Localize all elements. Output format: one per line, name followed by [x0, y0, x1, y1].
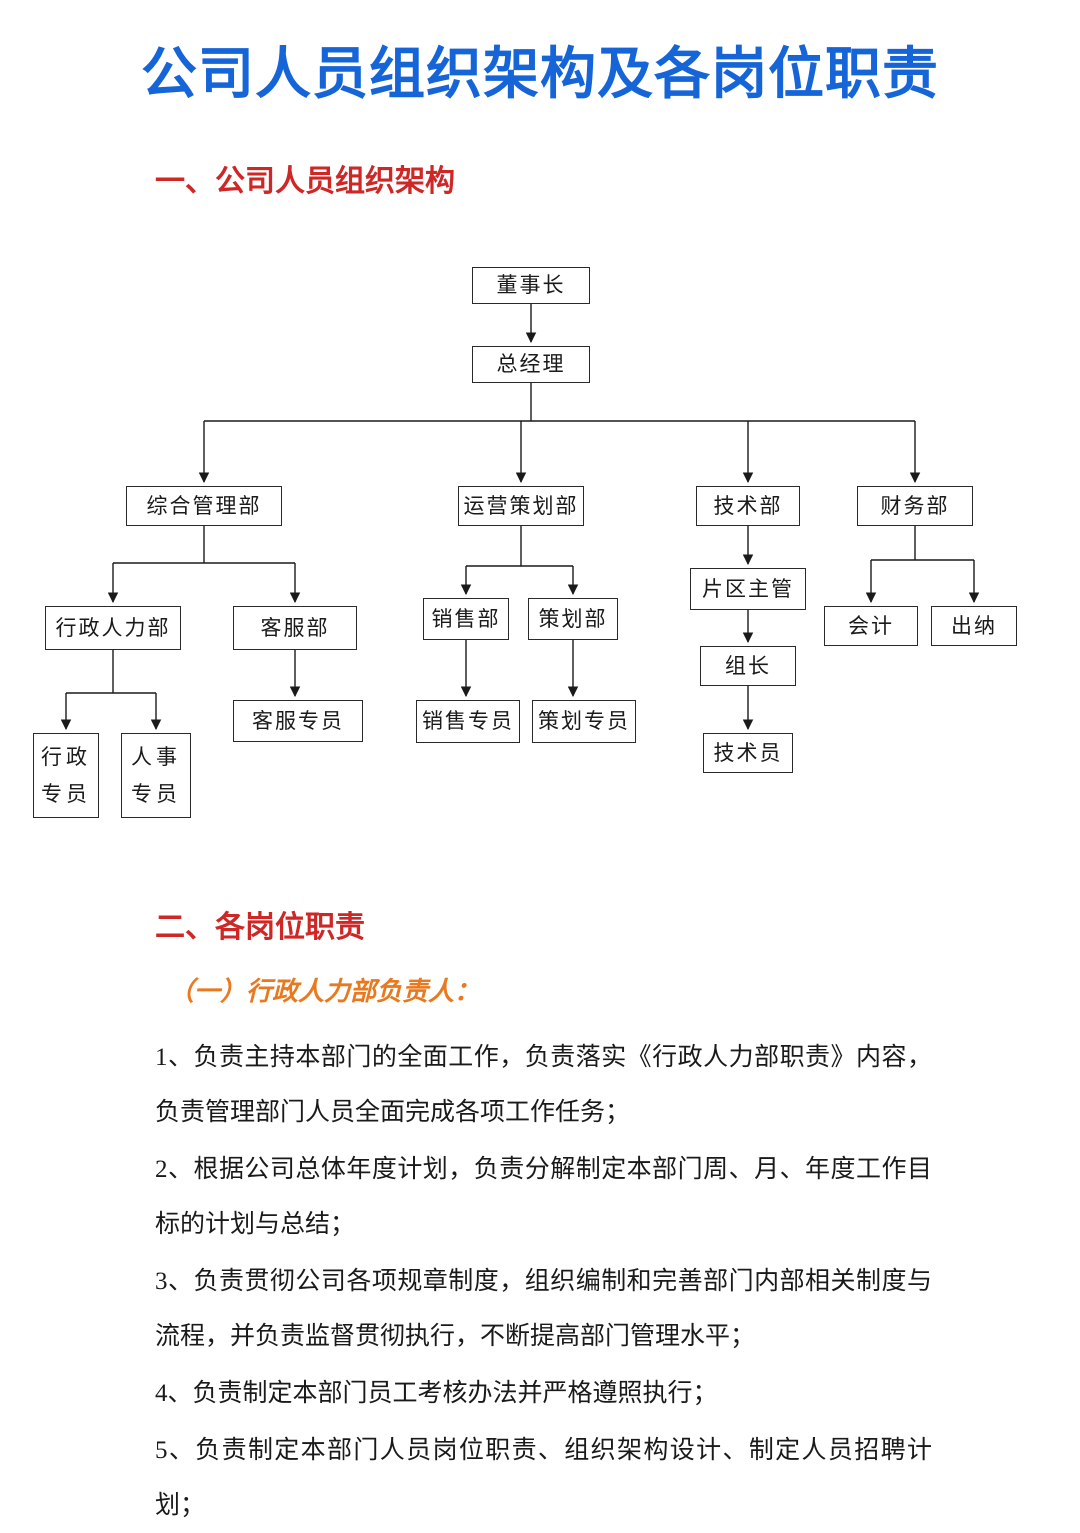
section1-heading: 一、公司人员组织架构 [155, 165, 455, 199]
org-chart-connectors [60, 304, 980, 731]
org-node-chairman: 董事长 [472, 267, 590, 305]
responsibilities-list: 1、负责主持本部门的全面工作，负责落实《行政人力部职责》内容，负责管理部门人员全… [0, 1030, 1080, 1533]
page-title: 公司人员组织架构及各岗位职责 [141, 42, 939, 105]
org-node-hr-specialist: 人事专员 [121, 733, 191, 819]
org-node-technician: 技术员 [703, 733, 793, 774]
org-node-planning-dept: 策划部 [528, 598, 618, 641]
org-node-finance-dept: 财务部 [857, 486, 973, 527]
responsibility-item: 1、负责主持本部门的全面工作，负责落实《行政人力部职责》内容，负责管理部门人员全… [155, 1043, 932, 1126]
org-chart: 董事长 总经理 综合管理部 运营策划部 技术部 财务部 行政人力部 客服部 行政… [0, 258, 1080, 838]
subsection-heading: （一）行政人力部负责人： [168, 976, 481, 1007]
org-node-admin-specialist: 行政专员 [33, 733, 99, 819]
org-node-customer-service-specialist: 客服专员 [233, 700, 363, 743]
section2-heading: 二、各岗位职责 [155, 911, 365, 945]
org-node-accountant: 会计 [824, 606, 918, 647]
org-node-tech-dept: 技术部 [696, 486, 800, 527]
org-node-planning-specialist: 策划专员 [532, 700, 636, 744]
org-node-area-supervisor: 片区主管 [690, 568, 806, 611]
org-node-cashier: 出纳 [931, 606, 1017, 647]
org-node-sales-dept: 销售部 [423, 598, 509, 641]
org-node-admin-dept: 综合管理部 [126, 486, 282, 527]
org-node-customer-service-dept: 客服部 [233, 606, 357, 651]
responsibility-item: 3、负责贯彻公司各项规章制度，组织编制和完善部门内部相关制度与流程，并负责监督贯… [155, 1267, 932, 1350]
responsibility-item: 5、负责制定本部门人员岗位职责、组织架构设计、制定人员招聘计划； [155, 1436, 932, 1519]
org-node-hr-admin-dept: 行政人力部 [45, 606, 181, 651]
responsibility-item: 4、负责制定本部门员工考核办法并严格遵照执行； [155, 1379, 718, 1407]
org-node-operations-dept: 运营策划部 [458, 486, 584, 527]
responsibility-item: 2、根据公司总体年度计划，负责分解制定本部门周、月、年度工作目标的计划与总结； [155, 1155, 932, 1238]
org-node-general-manager: 总经理 [472, 346, 590, 384]
org-node-sales-specialist: 销售专员 [416, 700, 520, 744]
org-node-team-leader: 组长 [700, 646, 796, 687]
